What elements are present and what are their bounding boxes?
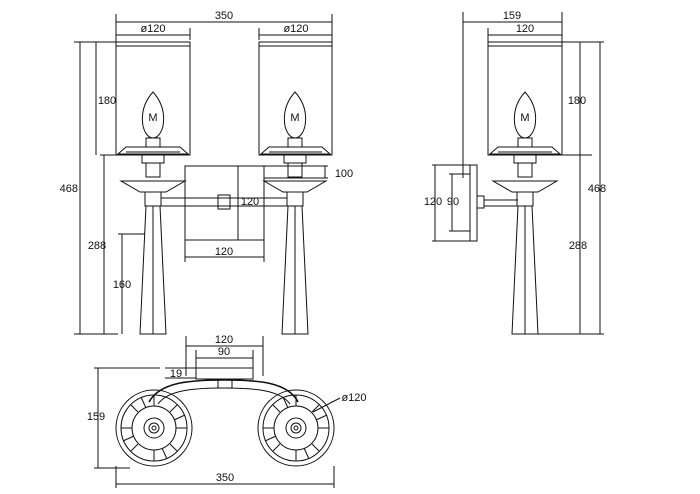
dim-side-plate: 120 90 <box>424 164 470 242</box>
label-top-depth: 159 <box>87 411 105 423</box>
dim-side-heights: 180 468 288 <box>538 41 606 335</box>
label-top-shade-dia: ø120 <box>341 392 366 404</box>
label-top-plate-width: 120 <box>215 334 233 346</box>
dim-shade-right: ø120 <box>258 23 332 40</box>
bulb-mark-right: M <box>290 112 299 124</box>
holder-left <box>119 154 187 335</box>
label-side-plate-inner: 90 <box>447 196 459 208</box>
side-view: 159 120 M <box>424 10 606 335</box>
front-view: 350 ø120 ø120 468 180 288 160 <box>60 10 353 335</box>
label-shade-height: 180 <box>98 95 116 107</box>
label-top-plate-depth: 19 <box>170 368 182 380</box>
holder-right <box>262 154 328 335</box>
label-plate-width: 120 <box>215 246 233 258</box>
dim-shade-left: ø120 <box>116 23 191 40</box>
dim-top-depth: 159 <box>87 367 160 469</box>
label-top-width-total: 350 <box>216 472 234 484</box>
dim-front-heights: 468 180 288 160 <box>60 41 145 335</box>
label-shade-dia-left: ø120 <box>140 23 165 35</box>
label-top-plate-inner: 90 <box>218 346 230 358</box>
label-lower-height: 288 <box>88 240 106 252</box>
bulb-mark-left: M <box>148 112 157 124</box>
label-side-plate-height: 120 <box>424 196 442 208</box>
label-shade-dia-right: ø120 <box>283 23 308 35</box>
dim-depth-159: 159 <box>462 10 563 178</box>
dim-width-350: 350 <box>115 10 333 50</box>
dim-top-width: 350 <box>115 466 335 488</box>
dim-side-shade-width: 120 <box>487 23 562 42</box>
label-side-lower-height: 288 <box>569 240 587 252</box>
dim-top-plate: 120 90 <box>185 334 264 376</box>
label-plate-height: 120 <box>241 196 259 208</box>
bulb-left: M <box>116 91 190 155</box>
holder-side <box>491 154 559 335</box>
label-side-depth: 159 <box>503 10 521 22</box>
dim-plate-width: 120 <box>184 240 265 262</box>
shade-disc-left <box>115 389 193 467</box>
top-view: 120 90 19 159 <box>87 334 367 488</box>
label-width-total: 350 <box>215 10 233 22</box>
wall-plate-front <box>184 165 265 241</box>
label-total-height: 468 <box>60 183 78 195</box>
label-side-total-height: 468 <box>588 183 606 195</box>
dim-top-shade-dia: ø120 <box>312 392 367 413</box>
dim-top-plate-depth: 19 <box>165 367 196 380</box>
dim-plate-offset: 100 <box>264 165 353 180</box>
arm-center-block <box>217 194 231 210</box>
label-side-shade-height: 180 <box>568 95 586 107</box>
bulb-mark-side: M <box>520 112 529 124</box>
label-plate-offset: 100 <box>335 168 353 180</box>
wall-plate-top <box>195 367 254 380</box>
label-stem-height: 160 <box>113 279 131 291</box>
bulb-side: M <box>488 91 562 155</box>
shade-disc-right <box>257 389 335 467</box>
wall-plate-side <box>469 164 478 242</box>
label-side-shade-width: 120 <box>516 23 534 35</box>
bulb-right: M <box>259 91 332 155</box>
dim-plate-height: 120 <box>237 166 259 240</box>
